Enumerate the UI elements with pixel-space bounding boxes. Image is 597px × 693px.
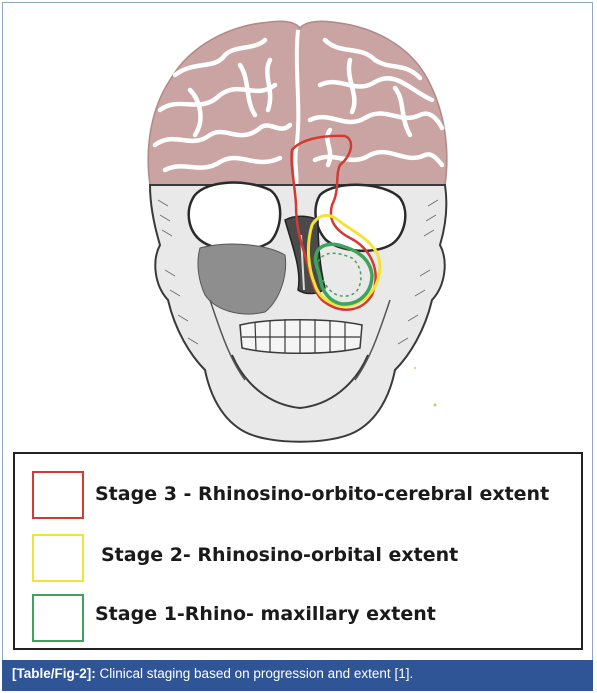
skull-illustration [147, 20, 448, 443]
legend-label-stage-1: Stage 1-Rhino- maxillary extent [95, 603, 436, 625]
stage-3-outline [290, 134, 377, 311]
legend-swatch-stage-3 [32, 471, 84, 519]
legend-swatch-stage-2 [32, 534, 84, 582]
skull-graphic [148, 181, 448, 443]
legend-swatch-stage-1 [32, 594, 84, 642]
figure-caption: [Table/Fig-2]: Clinical staging based on… [2, 660, 593, 691]
caption-reference: [Table/Fig-2]: [12, 666, 96, 681]
legend-label-stage-2: Stage 2- Rhinosino-orbital extent [101, 544, 459, 566]
caption-text: Clinical staging based on progression an… [95, 666, 414, 681]
legend-label-stage-3: Stage 3 - Rhinosino-orbito-cerebral exte… [95, 483, 550, 505]
legend-box: Stage 3 - Rhinosino-orbito-cerebral exte… [13, 452, 583, 650]
stage-2-outline [306, 213, 382, 308]
brain-graphic [147, 20, 448, 186]
